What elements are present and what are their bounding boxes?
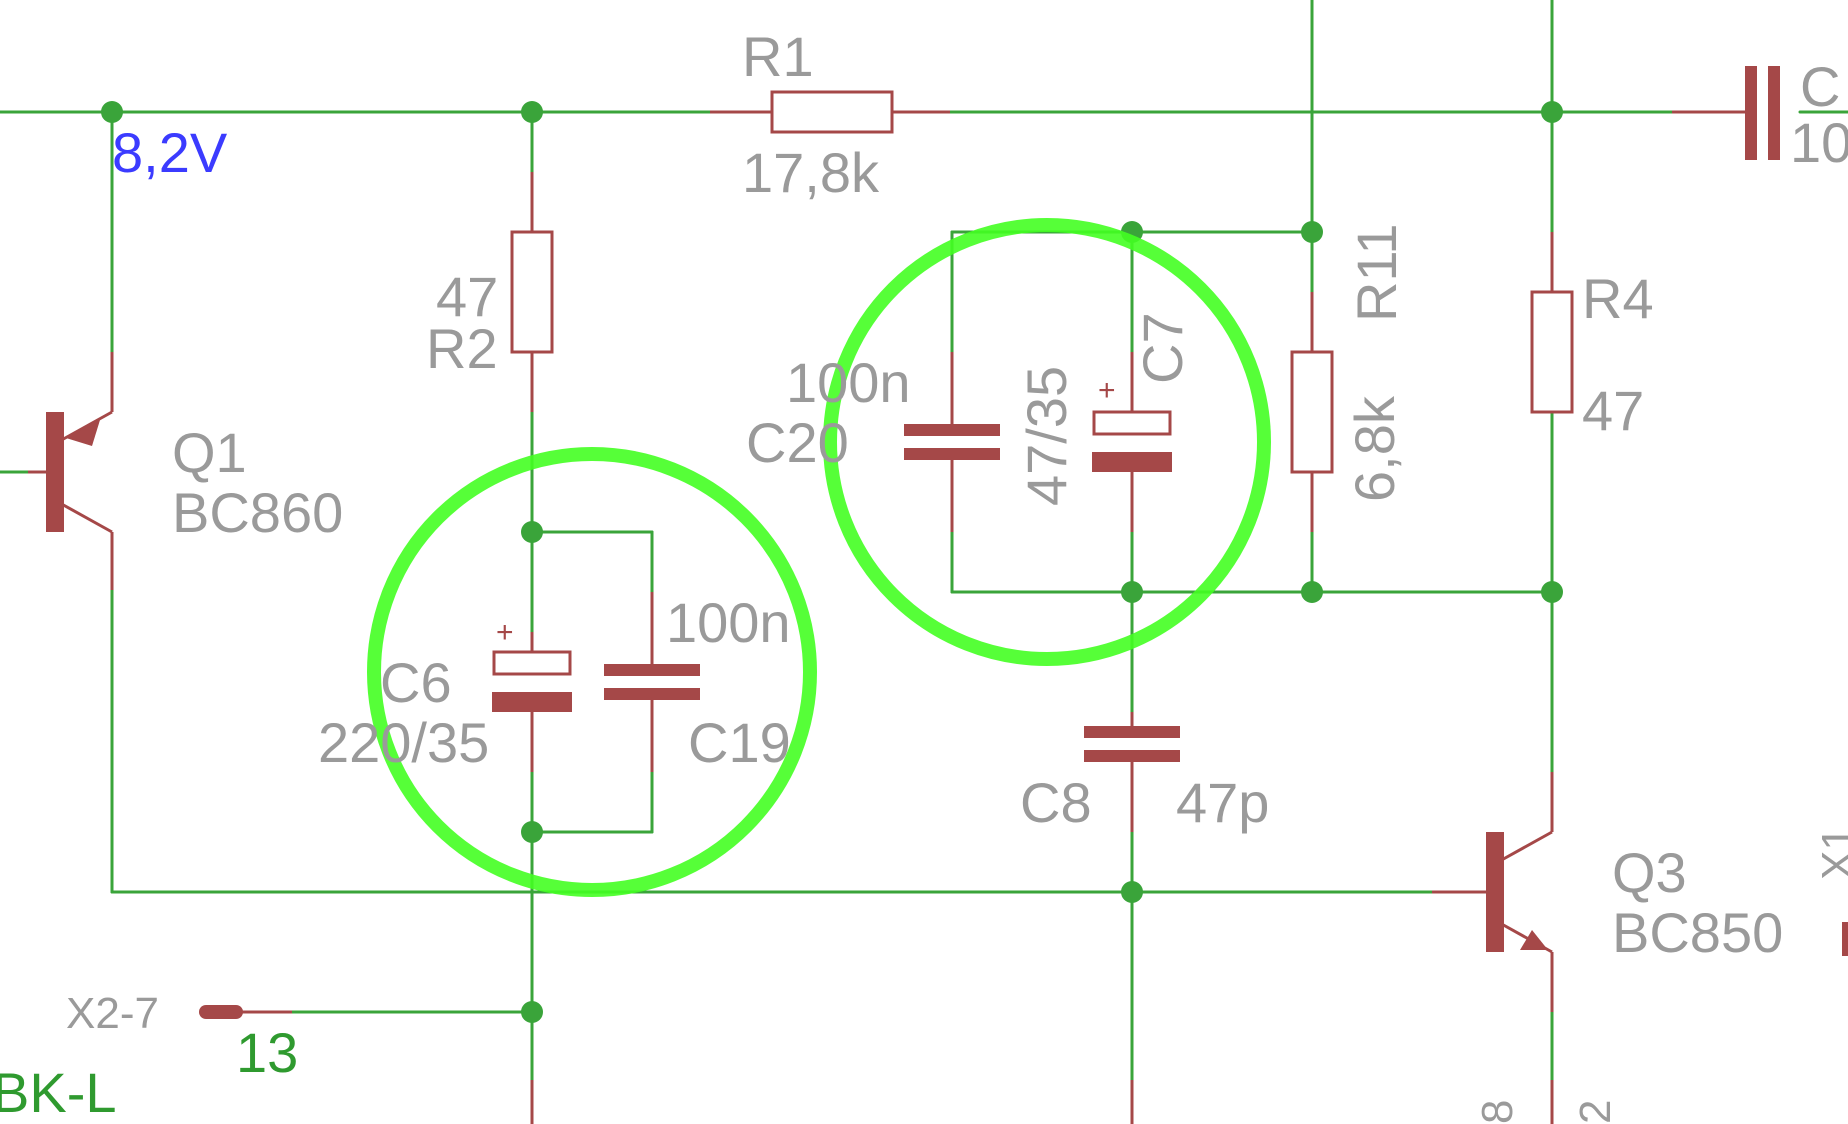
transistor-q3-symbol [1432,772,1554,1012]
c7-value: 47/35 [1015,366,1078,506]
q3-name: Q3 [1612,841,1687,904]
plus-sign-c7: + [1098,374,1116,407]
r11-value: 6,8k [1343,395,1406,502]
connector-right-fragment [1842,922,1848,956]
capacitor-top-right-symbol [1672,66,1780,160]
pin-number-13: 13 [236,1021,298,1084]
resistor-r1-symbol [710,90,950,134]
q1-name: Q1 [172,421,247,484]
edge-bottom-left-label: 8 [1473,1100,1522,1124]
connector-x2-7-label: X2-7 [66,989,159,1038]
c-top-right-value: 10 [1790,111,1848,174]
resistor-r4-symbol [1530,232,1574,414]
edge-stubs [530,1080,1554,1124]
r4-name: R4 [1582,267,1654,330]
net-label-8v2: 8,2V [112,121,228,184]
resistor-r2-symbol [510,172,554,412]
c7-name: C7 [1131,312,1194,384]
capacitor-c6-symbol [492,632,572,772]
transistor-q1-symbol [28,352,114,590]
capacitor-c7-symbol [1092,352,1172,532]
highlight-circle-right [823,218,1271,666]
highlight-circle-left [367,447,817,897]
junctions [101,101,1563,1023]
plus-sign-c6: + [496,616,514,649]
r2-value: 47 [436,265,498,328]
c19-name: C19 [688,711,791,774]
c20-name: C20 [746,411,849,474]
q1-type: BC860 [172,481,343,544]
c20-value: 100n [786,351,911,414]
r1-value: 17,8k [742,141,880,204]
r11-name: R11 [1345,223,1408,322]
q3-type: BC850 [1612,901,1783,964]
resistor-r11-symbol [1290,292,1334,532]
c6-value: 220/35 [318,711,489,774]
c6-name: C6 [380,651,452,714]
capacitor-c20-symbol [904,352,1000,532]
r4-value: 47 [1582,379,1644,442]
r1-name: R1 [742,25,814,88]
edge-right-fragment-label: X1 [1813,826,1848,880]
capacitor-c19-symbol [604,592,700,772]
net-label-bk-l: BK-L [0,1061,117,1124]
c8-name: C8 [1020,771,1092,834]
c-top-right-name: C [1800,55,1840,118]
capacitor-c8-symbol [1084,712,1180,832]
edge-bottom-right-label: 2 [1571,1100,1620,1124]
c19-value: 100n [666,591,791,654]
r2-name: R2 [426,317,498,380]
c8-value: 47p [1176,771,1269,834]
